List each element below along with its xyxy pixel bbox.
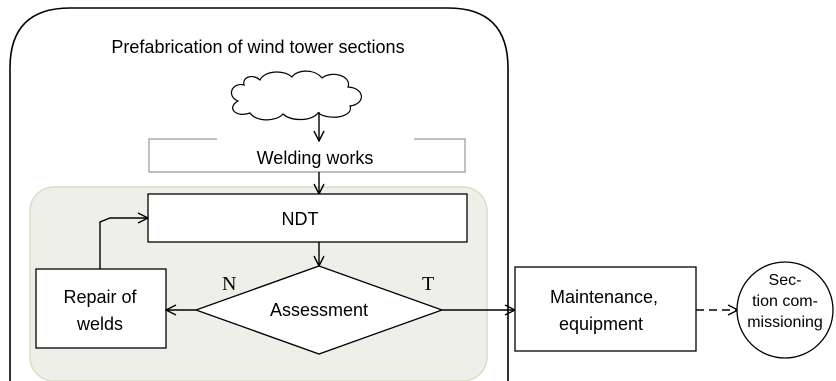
commissioning-circle (736, 261, 834, 359)
assessment-label: Assessment (270, 300, 368, 320)
branch-no-label: N (222, 273, 236, 295)
commissioning-label-line3: missioning (747, 314, 823, 331)
ndt-label: NDT (282, 209, 319, 229)
ndt-box (147, 193, 468, 243)
welding-works-box (148, 138, 466, 173)
cloud-icon (230, 70, 362, 121)
assessment-diamond (194, 265, 444, 355)
commissioning-label-line2: tion com- (752, 293, 818, 310)
container-title: Prefabrication of wind tower sections (111, 37, 404, 57)
commissioning-label-line1: Sec- (769, 272, 802, 289)
maintenance-label-line1: Maintenance, (550, 287, 658, 307)
repair-label-line2: welds (76, 314, 123, 334)
arrow-repair-to-ndt (99, 218, 148, 269)
branch-yes-label: T (422, 273, 434, 295)
repair-label-line1: Repair of (63, 287, 137, 307)
repair-welds-box (35, 268, 167, 349)
prefabrication-container (9, 7, 509, 381)
maintenance-box (514, 266, 697, 352)
welding-works-label: Welding works (257, 148, 374, 168)
maintenance-label-line2: equipment (559, 314, 643, 334)
